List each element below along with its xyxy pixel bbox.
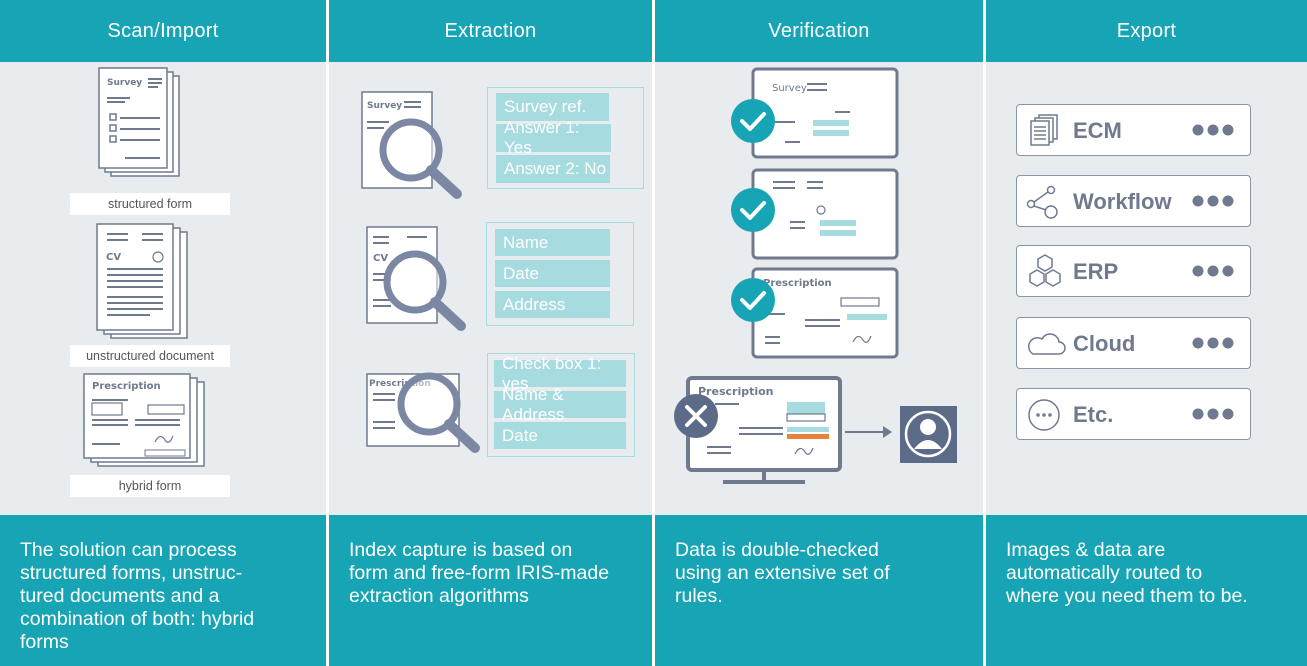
panel-scan-import: Survey structured form CV — [0, 62, 326, 515]
description-scan-import: The solution can process structured form… — [0, 515, 326, 666]
structured-form-illustration: Survey — [98, 67, 180, 177]
pill-date: Date — [495, 260, 610, 287]
description-line: combination of both: hybrid — [20, 608, 255, 630]
pill-survey-ref: Survey ref. — [496, 93, 609, 121]
cv-scan-illustration: CV — [366, 226, 466, 331]
caption-hybrid-form: hybrid form — [70, 475, 230, 497]
description-line: automatically routed to — [1006, 562, 1203, 584]
prescription-label: Prescription — [92, 381, 161, 392]
workflow-icon — [1026, 185, 1058, 219]
prescription-label: Prescription — [763, 278, 832, 289]
export-target-workflow[interactable]: Workflow — [1016, 175, 1251, 227]
description-line: where you need them to be. — [1006, 585, 1248, 607]
pill-name: Name — [495, 229, 610, 256]
description-line: forms — [20, 631, 69, 653]
prescription-scan-illustration: Prescription — [366, 372, 480, 453]
pill-check-box: Check box 1: yes — [494, 354, 626, 393]
export-label-workflow: Workflow — [1073, 189, 1172, 214]
hexagons-icon — [1029, 254, 1061, 287]
description-line: Images & data are — [1006, 539, 1166, 561]
description-verification: Data is double-checked using an extensiv… — [655, 515, 983, 666]
export-target-ecm[interactable]: ECM — [1016, 104, 1251, 156]
description-line: form and free-form IRIS-made — [349, 562, 610, 584]
cloud-icon — [1028, 333, 1066, 355]
export-target-erp[interactable]: ERP — [1016, 245, 1251, 297]
pill-date-2: Date — [494, 422, 626, 449]
check-icon — [731, 99, 775, 143]
description-line: rules. — [675, 585, 723, 607]
description-line: The solution can process — [20, 539, 237, 561]
panel-verification: Survey Prescription Pres — [655, 62, 983, 515]
column-scan-import: Scan/Import Survey structured form CV — [0, 0, 326, 666]
export-label-etc: Etc. — [1073, 402, 1114, 427]
header-scan-import: Scan/Import — [0, 0, 326, 62]
survey-scan-illustration: Survey — [361, 91, 462, 199]
description-line: Index capture is based on — [349, 539, 573, 561]
caption-unstructured-document: unstructured document — [70, 345, 230, 367]
header-extraction: Extraction — [329, 0, 652, 62]
export-target-cloud[interactable]: Cloud — [1016, 317, 1251, 369]
prescription-label: Prescription — [369, 379, 431, 389]
verification-illustration: Survey Prescription Pres — [674, 67, 957, 484]
more-icon — [1192, 265, 1234, 277]
survey-label: Survey — [367, 101, 402, 111]
description-line: extraction algorithms — [349, 585, 529, 607]
export-label-cloud: Cloud — [1073, 331, 1136, 356]
description-line: structured forms, unstruc- — [20, 562, 243, 584]
column-verification: Verification Survey Prescription — [655, 0, 983, 666]
check-icon — [731, 188, 775, 232]
panel-extraction: Survey Survey ref. Answer 1: Yes Answer … — [329, 62, 652, 515]
cv-label: CV — [106, 252, 121, 263]
survey-label: Survey — [107, 78, 142, 88]
prescription-label: Prescription — [698, 385, 774, 398]
column-extraction: Extraction Survey Survey ref. Answer 1: … — [329, 0, 652, 666]
survey-label: Survey — [772, 83, 807, 94]
ellipsis-icon — [1028, 399, 1060, 431]
pill-name-address: Name & Address — [494, 385, 626, 424]
extraction-box-prescription — [487, 353, 635, 457]
more-icon — [1192, 408, 1234, 420]
panel-export: ECM Workflow ERP — [986, 62, 1307, 515]
description-extraction: Index capture is based on form and free-… — [329, 515, 652, 666]
cv-label: CV — [373, 253, 388, 264]
header-export: Export — [986, 0, 1307, 62]
documents-icon — [1030, 114, 1058, 146]
header-verification: Verification — [655, 0, 983, 62]
more-icon — [1192, 195, 1234, 207]
check-icon — [731, 278, 775, 322]
extraction-box-survey — [487, 87, 644, 189]
unstructured-document-illustration: CV — [96, 223, 188, 339]
export-target-etc[interactable]: Etc. — [1016, 388, 1251, 440]
more-icon — [1192, 124, 1234, 136]
hybrid-form-illustration: Prescription — [83, 373, 205, 467]
caption-structured-form: structured form — [70, 193, 230, 215]
extraction-box-cv — [486, 222, 634, 326]
description-line: tured documents and a — [20, 585, 220, 607]
export-label-ecm: ECM — [1073, 118, 1122, 143]
description-export: Images & data are automatically routed t… — [986, 515, 1307, 666]
more-icon — [1192, 337, 1234, 349]
pill-address: Address — [495, 291, 610, 318]
pill-answer-2: Answer 2: No — [496, 155, 610, 183]
column-export: Export ECM Workflow — [986, 0, 1307, 666]
description-line: Data is double-checked — [675, 539, 879, 561]
export-label-erp: ERP — [1073, 259, 1119, 284]
description-line: using an extensive set of — [675, 562, 890, 584]
